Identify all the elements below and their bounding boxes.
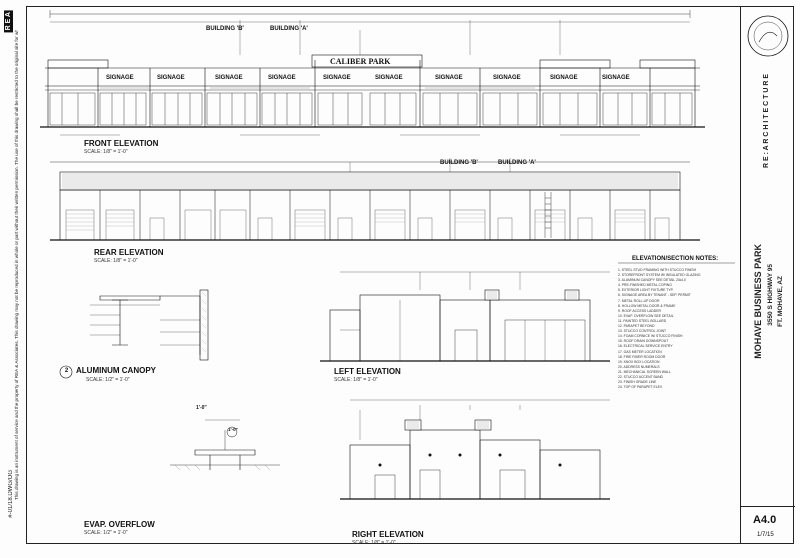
left-elevation-title: LEFT ELEVATION [334,367,401,376]
note-item: 4. PRE-FINISHED METAL COPING [618,283,672,288]
signage-label: SIGNAGE [493,75,521,81]
note-item: 5. EXTERIOR LIGHT FIXTURE TYP. [618,288,674,293]
evap-overflow-title: EVAP. OVERFLOW [84,520,155,529]
sheet-number-divider [741,506,795,507]
aluminum-canopy-scale: SCALE: 1/2" = 1'-0" [86,377,130,383]
signage-label: SIGNAGE [602,75,630,81]
rear-building-a-label: BUILDING 'A' [498,160,536,166]
rear-building-b-label: BUILDING 'B' [440,160,478,166]
canopy-detail-number: 2 [64,368,69,374]
signage-label: SIGNAGE [157,75,185,81]
signage-label: SIGNAGE [435,75,463,81]
note-item: 11. PAINTED STEEL BOLLARD [618,318,667,323]
left-elevation-scale: SCALE: 1/8" = 1'-0" [334,377,378,383]
note-item: 18. FIRE RISER ROOM DOOR [618,354,666,359]
note-item: 10. EVAP. OVERFLOW SEE DETAIL [618,313,674,318]
note-item: 3. ALUMINUM CANOPY SEE DETAIL 2/A4.0 [618,278,686,283]
overflow-dimension: 1'-0" [228,427,238,432]
title-block: R E : A R C H I T E C T U R E MOHAVE BUS… [740,6,795,544]
front-building-a-label: BUILDING 'A' [270,26,308,32]
note-item: 15. ROOF DRAIN DOWNSPOUT [618,339,669,344]
signage-label: SIGNAGE [375,75,403,81]
note-item: 19. KNOX BOX LOCATION [618,359,660,364]
project-name: MOHAVE BUSINESS PARK [753,244,763,359]
note-item: 23. FINISH GRADE LINE [618,380,657,385]
note-item: 17. GAS METER LOCATION [618,349,662,354]
front-building-b-label: BUILDING 'B' [206,26,244,32]
note-item: 2. STOREFRONT SYSTEM W/ INSULATED GLAZIN… [618,273,701,278]
note-item: 9. ROOF ACCESS LADDER [618,308,661,313]
note-item: 14. FOAM CORNICE W/ STUCCO FINISH [618,334,683,339]
note-item: 1. STEEL STUD FRAMING WITH STUCCO FINISH [618,268,697,272]
right-elevation-title: RIGHT ELEVATION [352,530,424,539]
signage-label: SIGNAGE [550,75,578,81]
note-item: 16. ELECTRICAL SERVICE ENTRY [618,344,673,349]
project-address: 3550 S HIGHWAY 95 [767,264,774,326]
signage-label: SIGNAGE [106,75,134,81]
rear-elevation-scale: SCALE: 1/8" = 1'-0" [94,258,138,264]
signage-label: SIGNAGE [215,75,243,81]
note-item: 21. MECHANICAL SCREEN WALL [618,369,671,374]
note-item: 22. STUCCO ACCENT BAND [618,374,663,379]
note-item: 13. STUCCO CONTROL JOINT [618,329,667,334]
project-city: FT. MOHAVE, AZ [777,276,784,327]
sheet-number: A4.0 [753,514,777,526]
sheet-border [26,6,794,544]
elevation-notes-list: 1. STEEL STUD FRAMING WITH STUCCO FINISH… [618,268,730,390]
evap-overflow-scale: SCALE: 1/2" = 1'-0" [84,530,128,536]
front-elevation-scale: SCALE: 1/8" = 1'-0" [84,149,128,155]
note-item: 20. ADDRESS NUMERALS [618,364,660,369]
rear-elevation-title: REAR ELEVATION [94,248,164,257]
right-elevation-scale: SCALE: 1/8" = 1'-0" [352,540,396,546]
architect-seal-icon [747,15,789,57]
firm-name: R E : A R C H I T E C T U R E [763,74,770,168]
signage-label: SIGNAGE [323,75,351,81]
note-item: 12. PARAPET BEYOND [618,324,655,329]
note-item: 24. TOP OF PARAPET ELEV. [618,385,663,390]
canopy-dimension: 1'-0" [196,405,207,411]
elevation-notes-title: ELEVATION/SECTION NOTES: [632,256,719,262]
note-item: 6. SIGNAGE AREA BY TENANT - SEP. PERMIT [618,293,691,298]
signage-label: SIGNAGE [268,75,296,81]
note-item: 7. METAL ROLL-UP DOOR [618,298,660,303]
sheet-date: 1/7/15 [757,532,774,538]
note-item: 8. HOLLOW METAL DOOR & FRAME [618,303,676,308]
caliber-park-sign: CALIBER PARK [330,57,391,66]
front-elevation-title: FRONT ELEVATION [84,139,159,148]
aluminum-canopy-title: ALUMINUM CANOPY [76,366,156,375]
